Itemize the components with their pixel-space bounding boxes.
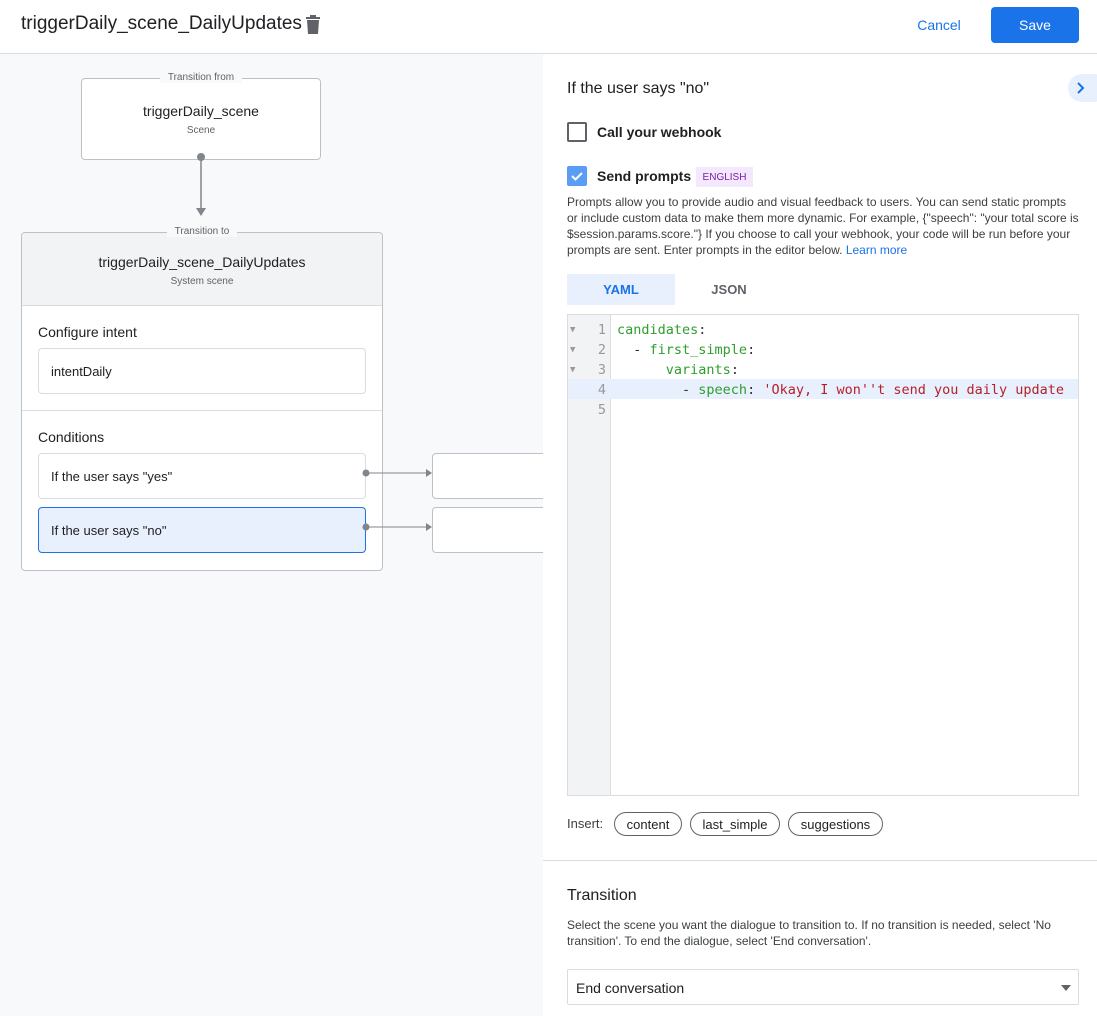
save-button[interactable]: Save bbox=[991, 7, 1079, 43]
from-scene-name: triggerDaily_scene bbox=[143, 103, 259, 119]
insert-chip-last-simple[interactable]: last_simple bbox=[690, 812, 780, 836]
transition-to-legend: Transition to bbox=[166, 226, 238, 237]
webhook-label: Call your webhook bbox=[597, 124, 722, 140]
insert-chip-content[interactable]: content bbox=[614, 812, 682, 836]
transition-select[interactable]: End conversation bbox=[567, 969, 1079, 1005]
line-number: 5 bbox=[597, 402, 606, 418]
condition-no[interactable]: If the user says "no" bbox=[38, 507, 366, 553]
condition-yes-target[interactable] bbox=[432, 453, 543, 499]
intent-field[interactable]: intentDaily bbox=[38, 348, 366, 394]
transition-description: Select the scene you want the dialogue t… bbox=[567, 918, 1051, 948]
transition-arrow bbox=[196, 153, 206, 216]
language-badge: ENGLISH bbox=[696, 167, 753, 187]
conditions-label: Conditions bbox=[38, 429, 105, 445]
line-number: 4 bbox=[597, 382, 606, 398]
transition-from-legend: Transition from bbox=[159, 72, 243, 83]
code-line: - speech: 'Okay, I won''t send you daily… bbox=[617, 382, 1065, 398]
trash-icon[interactable] bbox=[304, 14, 322, 36]
prompts-description: Prompts allow you to provide audio and v… bbox=[567, 195, 1079, 257]
header: triggerDaily_scene_DailyUpdates Cancel S… bbox=[0, 0, 1097, 54]
transition-title: Transition bbox=[567, 887, 637, 904]
condition-yes[interactable]: If the user says "yes" bbox=[38, 453, 366, 499]
check-icon bbox=[571, 172, 583, 181]
condition-no-target[interactable] bbox=[432, 507, 543, 553]
from-scene-type: Scene bbox=[186, 125, 216, 136]
to-scene-type: System scene bbox=[170, 276, 234, 287]
condition-connectors bbox=[362, 469, 432, 531]
insert-label: Insert: bbox=[567, 816, 604, 831]
send-prompts-label: Send prompts bbox=[597, 168, 692, 184]
line-number: ▼2 bbox=[570, 342, 606, 358]
insert-chip-suggestions[interactable]: suggestions bbox=[788, 812, 883, 836]
divider bbox=[543, 860, 1097, 861]
tab-json[interactable]: JSON bbox=[711, 282, 747, 297]
code-line: variants: bbox=[665, 362, 739, 378]
configure-intent-label: Configure intent bbox=[38, 324, 137, 340]
cancel-button[interactable]: Cancel bbox=[917, 17, 961, 33]
learn-more-link[interactable]: Learn more bbox=[845, 243, 908, 257]
code-editor[interactable]: ▼1 ▼2 ▼3 4 5 candidates: - first_simple: var… bbox=[567, 314, 1079, 796]
to-scene-name: triggerDaily_scene_DailyUpdates bbox=[98, 254, 306, 270]
line-number: ▼1 bbox=[570, 322, 606, 338]
flow-canvas: Transition from triggerDaily_scene Scene… bbox=[0, 54, 543, 1016]
active-line-highlight bbox=[568, 379, 1078, 399]
page-title: triggerDaily_scene_DailyUpdates bbox=[21, 13, 302, 34]
transition-to-node: Transition to triggerDaily_scene_DailyUp… bbox=[21, 226, 383, 571]
code-line: candidates: bbox=[617, 322, 707, 338]
collapse-panel-button[interactable] bbox=[1068, 74, 1097, 102]
panel-title: If the user says "no" bbox=[567, 80, 710, 97]
details-panel bbox=[543, 54, 1097, 1016]
chevron-right-icon bbox=[1077, 82, 1085, 94]
tab-yaml[interactable]: YAML bbox=[567, 274, 675, 305]
line-number: ▼3 bbox=[570, 362, 606, 378]
transition-select-value: End conversation bbox=[576, 980, 685, 996]
dropdown-arrow-icon bbox=[1061, 985, 1071, 991]
code-line: - first_simple: bbox=[617, 342, 756, 358]
transition-from-node[interactable]: Transition from triggerDaily_scene Scene bbox=[81, 72, 321, 160]
webhook-checkbox[interactable] bbox=[567, 122, 587, 142]
send-prompts-checkbox[interactable] bbox=[567, 166, 587, 186]
